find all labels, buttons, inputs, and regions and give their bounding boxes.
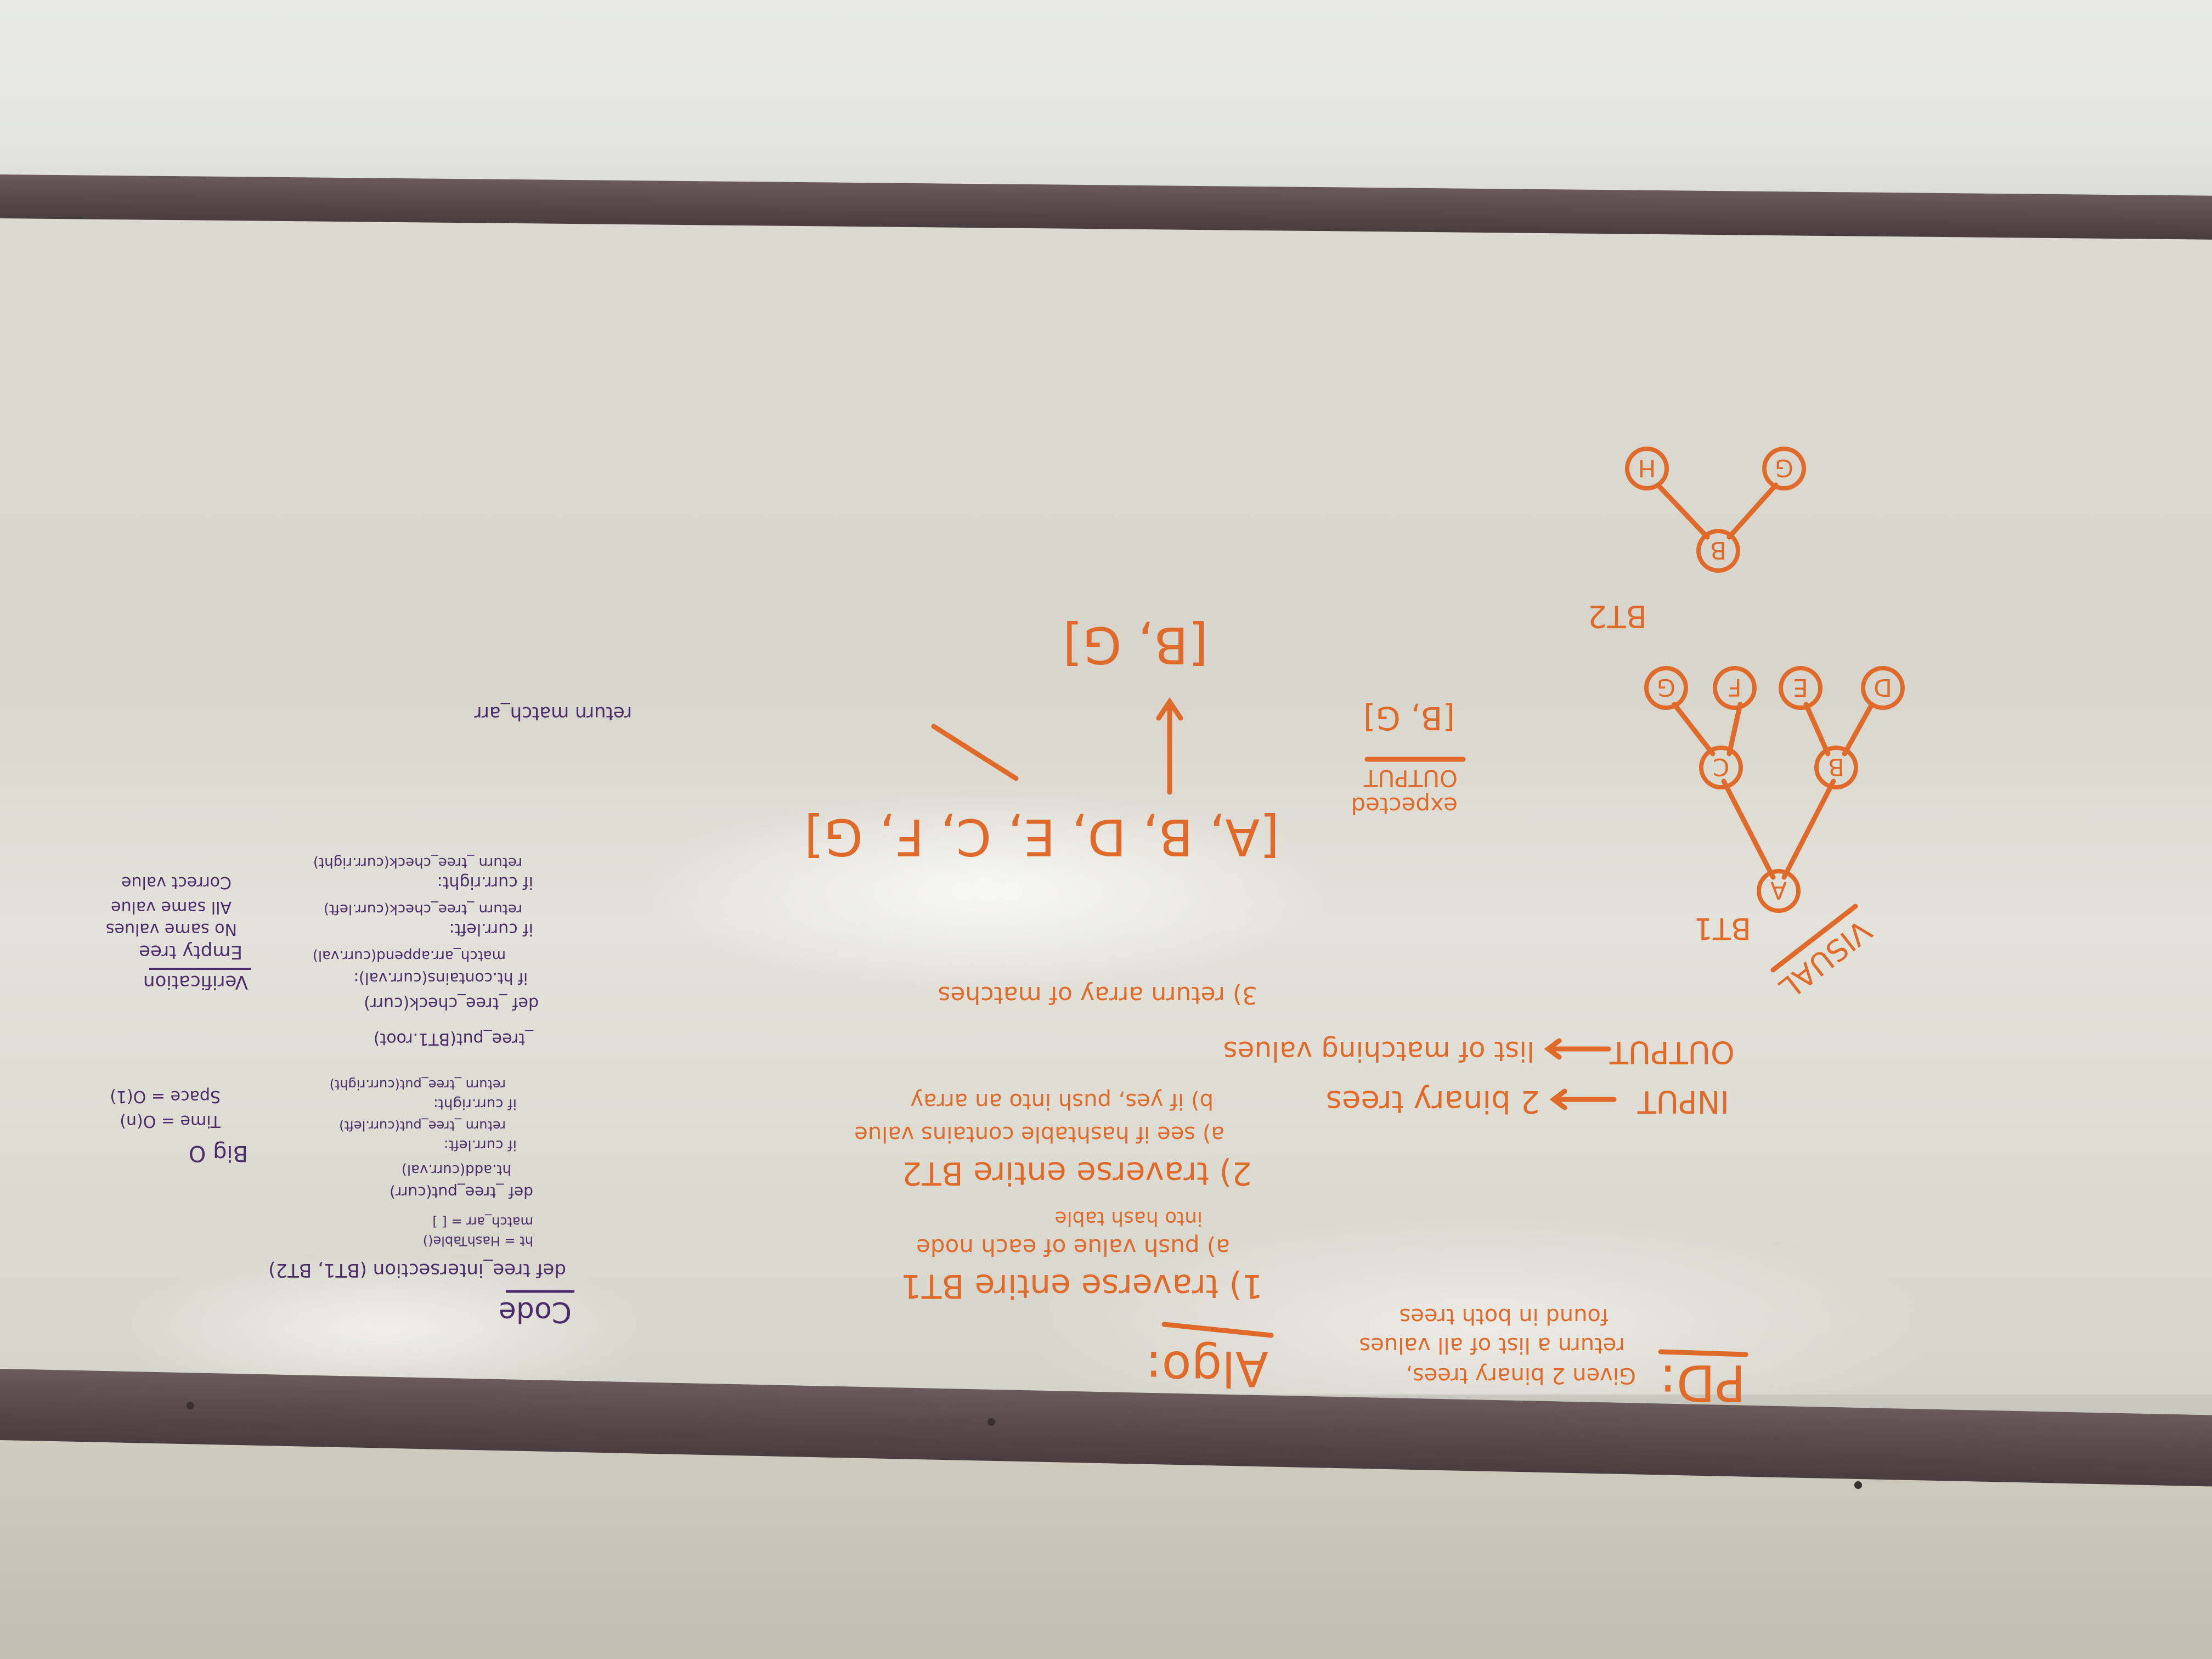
problem-heading: PD:	[1660, 1353, 1746, 1412]
algo-step-1a-cont: into hash table	[1055, 1207, 1203, 1229]
bt1-node-f: F	[1713, 666, 1757, 710]
problem-line-1: Given 2 binary trees,	[1406, 1363, 1636, 1388]
algo-heading: Algo:	[1146, 1340, 1268, 1397]
bt1-tree: A B C D E F G	[1644, 666, 1905, 913]
verification-item: No same values	[106, 919, 237, 939]
bt1-node-a: A	[1757, 869, 1801, 913]
algo-step-3: 3) return array of matches	[938, 981, 1257, 1009]
verification-item: Correct value	[121, 873, 232, 892]
code-line: if curr.left:	[449, 919, 533, 939]
algo-section: Algo: 1) traverse entire BT1 a) push val…	[804, 616, 1279, 1397]
code-line: if curr.right:	[437, 873, 533, 892]
bigo-section: Big O Time = O(n) Space = O(1)	[110, 1087, 248, 1166]
code-line: return match_arr	[474, 702, 632, 724]
bt1-node-c: C	[1699, 746, 1743, 789]
svg-text:D: D	[1874, 673, 1892, 701]
input-label: INPUT	[1637, 1084, 1729, 1119]
svg-text:B: B	[1828, 753, 1844, 781]
bt1-node-e: E	[1779, 666, 1822, 710]
code-heading: Code	[499, 1295, 572, 1328]
bt2-node-b: B	[1696, 529, 1740, 573]
algo-step-2b: b) if yes, push into an array	[910, 1088, 1214, 1114]
verification-heading: Verification	[143, 971, 248, 993]
svg-text:C: C	[1713, 753, 1730, 781]
bt2-node-g: G	[1762, 447, 1806, 490]
code-line: def tree_intersection (BT1, BT2)	[268, 1259, 566, 1281]
code-section: Code def tree_intersection (BT1, BT2) ht…	[268, 702, 632, 1328]
bigo-space: Space = O(1)	[110, 1087, 221, 1106]
code-line: match_arr = [ ]	[432, 1214, 533, 1229]
arrow-head-icon	[1156, 697, 1183, 721]
bt1-label: BT1	[1694, 911, 1751, 946]
bt1-node-d: D	[1861, 666, 1905, 710]
code-line: def _tree_check(curr)	[364, 994, 539, 1013]
bt1-traversal-array: [A, B, D, E, C, F, G]	[804, 808, 1279, 866]
screw-icon	[187, 1402, 194, 1409]
code-line: if curr.right:	[433, 1096, 517, 1112]
visual-section: VISUAL BT1 BT2 A B C D E F	[1351, 447, 1905, 1006]
svg-text:H: H	[1638, 454, 1656, 482]
algo-step-2a: a) see if hashtable contains value	[854, 1121, 1224, 1147]
screw-icon	[988, 1418, 995, 1426]
output-label: OUTPUT	[1609, 1034, 1735, 1070]
output-value: list of matching values	[1223, 1035, 1534, 1067]
bt2-node-h: H	[1625, 447, 1669, 490]
algo-step-1: 1) traverse entire BT1	[901, 1267, 1263, 1305]
bt1-node-b: B	[1814, 746, 1858, 789]
heading-underline	[1658, 1349, 1748, 1357]
arrow-head-icon	[1544, 1038, 1562, 1060]
code-line: ht.add(curr.val)	[402, 1161, 511, 1178]
svg-text:G: G	[1775, 454, 1793, 482]
problem-section: PD: Given 2 binary trees, return a list …	[1223, 1034, 1748, 1412]
svg-text:F: F	[1728, 673, 1741, 701]
problem-line-3: found in both trees	[1400, 1304, 1609, 1329]
algo-step-1a: a) push value of each node	[916, 1234, 1230, 1261]
verification-section: Verification Empty tree No same values A…	[106, 873, 251, 993]
result-arrow-diagonal	[931, 724, 1019, 781]
code-line: if curr.left:	[444, 1137, 517, 1153]
arrow-head-icon	[1549, 1088, 1567, 1110]
bigo-heading: Big O	[189, 1141, 248, 1166]
visual-underline	[1770, 904, 1858, 973]
algo-step-2: 2) traverse entire BT2	[902, 1155, 1252, 1192]
code-line: match_arr.append(curr.val)	[313, 947, 506, 964]
expected-output-label: OUTPUT	[1363, 765, 1458, 792]
svg-text:G: G	[1657, 673, 1675, 701]
code-line: ht = HashTable()	[423, 1233, 533, 1249]
bt1-node-g: G	[1644, 666, 1688, 710]
svg-text:A: A	[1770, 876, 1787, 904]
bigo-time: Time = O(n)	[120, 1111, 221, 1131]
algo-result-array: [B, G]	[1063, 616, 1208, 674]
expected-output-value: [B, G]	[1363, 699, 1455, 737]
verification-item: All same value	[111, 898, 232, 917]
code-line: return _tree_check(curr.right)	[313, 854, 522, 871]
bt2-label: BT2	[1588, 598, 1647, 634]
code-line: return _tree_put(curr.left)	[339, 1118, 506, 1133]
verification-item: Empty tree	[139, 941, 242, 963]
svg-text:B: B	[1710, 536, 1726, 564]
input-value: 2 binary trees	[1326, 1084, 1540, 1119]
problem-line-2: return a list of all values	[1359, 1333, 1625, 1358]
code-line: return _tree_check(curr.left)	[324, 901, 522, 917]
code-line: def _tree_put(curr)	[390, 1183, 533, 1201]
whiteboard-surface	[0, 215, 2212, 1395]
algo-underline	[1161, 1322, 1274, 1338]
expected-label: expected	[1351, 792, 1458, 819]
code-line: _tree_put(BT1.root)	[374, 1029, 534, 1048]
svg-text:E: E	[1793, 673, 1808, 701]
wall-top	[0, 0, 2212, 198]
screw-icon	[1854, 1481, 1862, 1489]
code-line: return _tree_put(curr.right)	[330, 1077, 506, 1092]
code-line: if ht.contains(curr.val):	[354, 969, 528, 988]
bt2-tree: B G H	[1625, 447, 1806, 573]
